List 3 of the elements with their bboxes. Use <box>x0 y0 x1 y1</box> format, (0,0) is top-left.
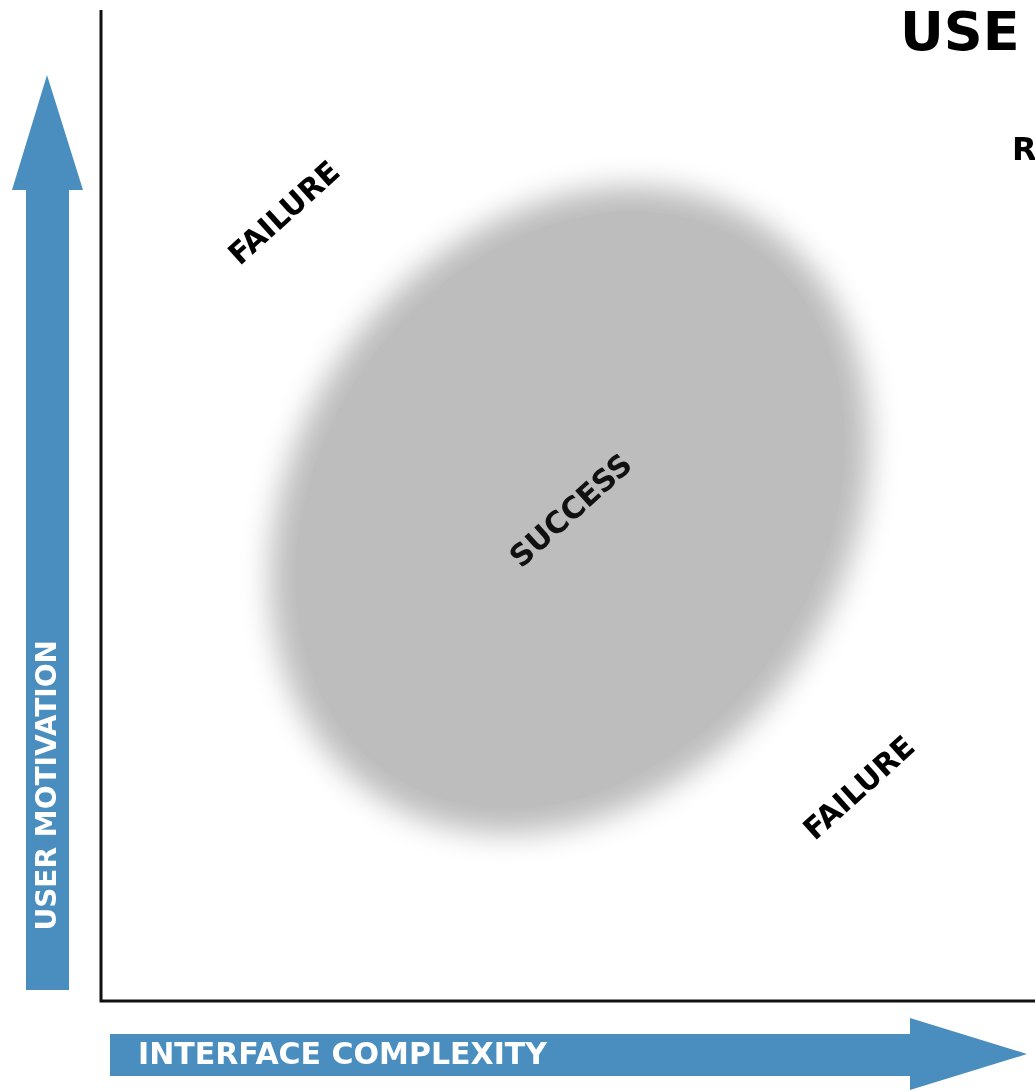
title: USE <box>900 0 1020 63</box>
axis-title: USER MOTIVATION <box>30 640 63 931</box>
axis-title: INTERFACE COMPLEXITY <box>138 1036 547 1071</box>
